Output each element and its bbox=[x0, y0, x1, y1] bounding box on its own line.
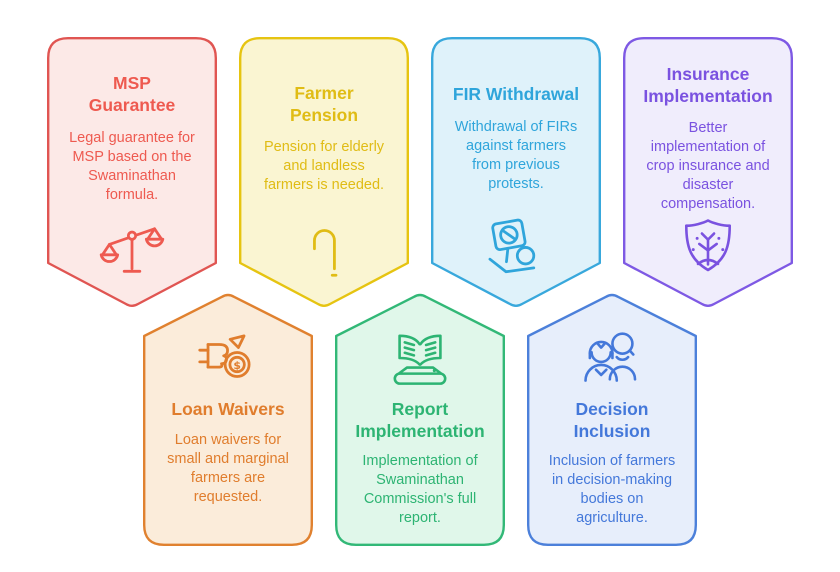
card-report-implementation: Report Implementation Implementation of … bbox=[335, 292, 505, 546]
card-loan-waivers: $ Loan Waivers Loan waivers for small an… bbox=[143, 292, 313, 546]
banner-down-shape bbox=[431, 37, 601, 307]
card-farmer-pension: Farmer Pension Pension for elderly and l… bbox=[239, 37, 409, 311]
people-icon bbox=[584, 332, 637, 382]
protest-sign-icon bbox=[488, 218, 536, 274]
card-insurance-implementation: Insurance Implementation Better implemen… bbox=[623, 37, 793, 311]
card-body: Legal guarantee for MSP based on the Swa… bbox=[69, 129, 195, 203]
banner-up-shape bbox=[527, 293, 697, 546]
banner-down-shape bbox=[623, 37, 793, 307]
card-body: Pension for elderly and landless farmers… bbox=[263, 139, 385, 194]
icon-box bbox=[623, 214, 793, 280]
card-body: Better implementation of crop insurance … bbox=[646, 120, 770, 213]
card-decision-inclusion: Decision Inclusion Inclusion of farmers … bbox=[527, 292, 697, 546]
icon-box bbox=[47, 214, 217, 280]
icon-box bbox=[239, 214, 409, 280]
money-bag-icon: $ bbox=[198, 334, 251, 378]
banner-up-shape bbox=[335, 293, 505, 546]
shield-plant-icon bbox=[684, 219, 732, 272]
card-body: Inclusion of farmers in decision-making … bbox=[548, 453, 676, 527]
card-body: Withdrawal of FIRs against farmers from … bbox=[454, 118, 578, 192]
banner-up-shape bbox=[143, 293, 313, 546]
svg-text:$: $ bbox=[233, 359, 241, 372]
icon-box bbox=[527, 325, 697, 391]
card-title: Loan Waivers bbox=[171, 399, 285, 419]
banner-down-shape bbox=[47, 37, 217, 307]
card-title: FIR Withdrawal bbox=[452, 84, 580, 105]
icon-box: $ bbox=[143, 325, 313, 391]
card-msp-guarantee: MSP Guarantee Legal guarantee for MSP ba… bbox=[47, 37, 217, 311]
card-title: Report Implementation bbox=[355, 399, 485, 441]
card-fir-withdrawal: FIR Withdrawal Withdrawal of FIRs agains… bbox=[431, 37, 601, 311]
banner-down-shape bbox=[239, 37, 409, 307]
card-title: MSP Guarantee bbox=[88, 73, 176, 116]
open-book-icon bbox=[393, 334, 447, 385]
card-body: Implementation of Swaminathan Commission… bbox=[362, 453, 478, 527]
scales-icon bbox=[99, 227, 165, 273]
card-title: Decision Inclusion bbox=[573, 399, 651, 441]
icon-box bbox=[335, 325, 505, 391]
card-title: Insurance Implementation bbox=[643, 63, 773, 106]
icon-box bbox=[431, 214, 601, 280]
walking-cane-icon bbox=[313, 229, 338, 277]
card-title: Farmer Pension bbox=[289, 82, 359, 125]
card-body: Loan waivers for small and marginal farm… bbox=[167, 431, 289, 505]
